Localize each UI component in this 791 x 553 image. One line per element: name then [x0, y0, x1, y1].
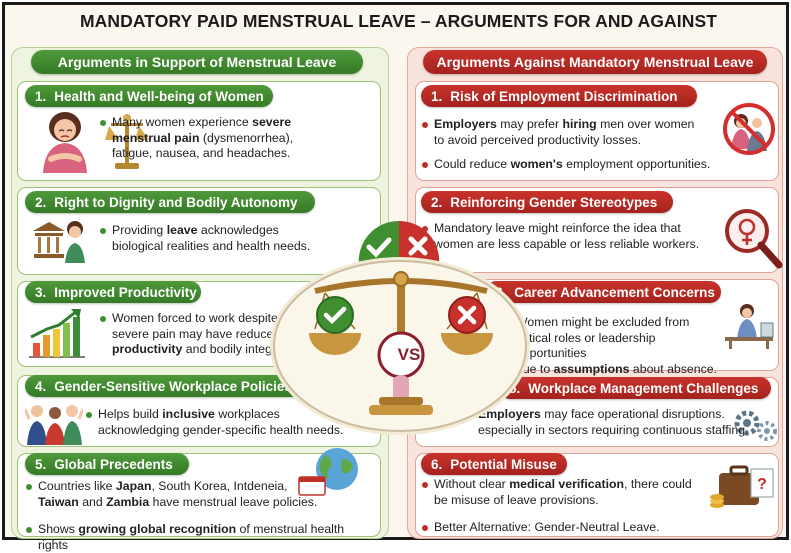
card-number: 3. [35, 284, 47, 300]
bullet: Mandatory leave might reinforce the idea… [421, 221, 725, 252]
support-card-5-bullets: Countries like Japan, South Korea, Intde… [25, 479, 377, 553]
support-card-5-heading: 5. Global Precedents [25, 453, 189, 475]
card-number: 1. [431, 88, 443, 104]
against-card-3-heading: 3. Career Advancement Concerns [485, 281, 721, 303]
svg-text:?: ? [757, 476, 767, 493]
card-title: Career Advancement Concerns [514, 284, 715, 300]
support-card-2-heading: 2. Right to Dignity and Bodily Autonomy [25, 191, 315, 213]
support-card-3-heading: 3. Improved Productivity [25, 281, 201, 303]
card-number: 4. [35, 378, 47, 394]
card-title: Workplace Management Challenges [528, 380, 759, 396]
card-title: Gender-Sensitive Workplace Policies [54, 378, 292, 394]
card-title: Health and Well-being of Women [54, 88, 264, 104]
support-card-1-heading: 1. Health and Well-being of Women [25, 85, 273, 107]
balance-scale-icon [295, 267, 507, 432]
bullet: Shows growing global recognition of mens… [25, 522, 377, 553]
bullet: Helps build inclusive workplaces acknowl… [85, 407, 375, 438]
card-number: 2. [431, 194, 443, 210]
bullet: Employers may prefer hiring men over wom… [421, 117, 725, 148]
card-title: Improved Productivity [54, 284, 197, 300]
support-card-4-bullets: Helps build inclusive workplaces acknowl… [85, 407, 375, 438]
bullet: Many women experience severe menstrual p… [99, 115, 325, 162]
scale-icon [105, 111, 149, 178]
woman-desk-icon [721, 301, 777, 354]
support-card-2-bullets: Providing leave acknowledges biological … [99, 223, 359, 254]
diverse-workers-icon [23, 401, 85, 450]
card-title: Right to Dignity and Bodily Autonomy [54, 194, 298, 210]
support-card-3-bullets: Women forced to work despite severe pain… [99, 311, 299, 358]
card-title: Potential Misuse [450, 456, 557, 472]
vs-label: VS [397, 345, 421, 364]
against-card-2-heading: 2. Reinforcing Gender Stereotypes [421, 191, 673, 213]
against-card-2-bullets: Mandatory leave might reinforce the idea… [421, 221, 725, 252]
page-title: MANDATORY PAID MENSTRUAL LEAVE – ARGUMEN… [79, 11, 718, 31]
against-header: Arguments Against Mandatory Menstrual Le… [423, 50, 767, 74]
growth-chart-icon [27, 307, 87, 364]
bullet: Employers may face operational disruptio… [465, 407, 765, 438]
bullet: Women might be excluded from critical ro… [503, 315, 727, 377]
against-card-1-heading: 1. Risk of Employment Discrimination [421, 85, 697, 107]
against-card-4-heading: 5. Workplace Management Challenges [499, 377, 771, 399]
gears-icon [733, 407, 779, 448]
bullet: Providing leave acknowledges biological … [99, 223, 359, 254]
against-card-5-bullets: Without clear medical verification, ther… [421, 477, 721, 536]
card-number: 2. [35, 194, 47, 210]
woman-courthouse-icon [31, 217, 89, 268]
card-title: Reinforcing Gender Stereotypes [450, 194, 658, 210]
bullet: Without clear medical verification, ther… [421, 477, 721, 508]
no-hiring-icon [721, 101, 777, 162]
bullet: Could reduce women's employment opportun… [421, 157, 725, 173]
card-number: 6. [431, 456, 443, 472]
card-number: 5. [509, 380, 521, 396]
card-title: Global Precedents [54, 456, 173, 472]
bullet: Women forced to work despite severe pain… [99, 311, 299, 358]
card-number: 3. [495, 284, 507, 300]
against-card-4-bullets: Employers may face operational disruptio… [465, 407, 765, 438]
globe-calendar-icon [297, 445, 375, 502]
magnifier-gender-icon [721, 205, 783, 274]
bullet: Better Alternative: Gender-Neutral Leave… [421, 520, 721, 536]
card-number: 5. [35, 456, 47, 472]
bullet: Countries like Japan, South Korea, Intde… [25, 479, 377, 510]
support-card-4-heading: 4. Gender-Sensitive Workplace Policies [25, 375, 307, 397]
briefcase-coins-icon: ? [709, 461, 779, 518]
support-header: Arguments in Support of Menstrual Leave [31, 50, 363, 74]
card-number: 1. [35, 88, 47, 104]
against-card-1-bullets: Employers may prefer hiring men over wom… [421, 117, 725, 173]
card-title: Risk of Employment Discrimination [450, 88, 678, 104]
woman-pain-icon [29, 109, 101, 180]
support-card-1-bullets: Many women experience severe menstrual p… [99, 115, 325, 162]
against-card-5-heading: 6. Potential Misuse [421, 453, 567, 475]
against-card-3-bullets: Women might be excluded from critical ro… [503, 315, 727, 377]
